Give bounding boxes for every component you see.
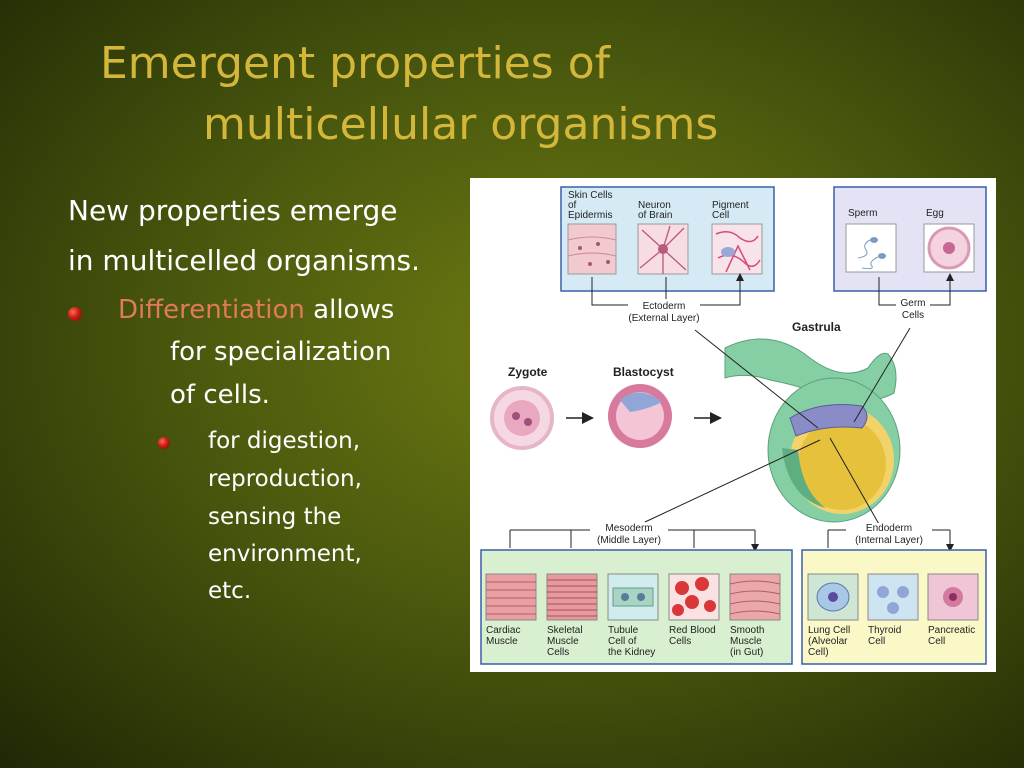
zygote-image xyxy=(490,386,554,450)
ecto-1-l0: Neuron xyxy=(638,200,671,211)
sub-line1: for digestion, xyxy=(208,428,361,454)
cardiac-muscle-image xyxy=(485,573,537,621)
endo-0-l1: (Alveolar xyxy=(808,636,848,647)
endo-0-l0: Lung Cell xyxy=(808,625,850,636)
ecto-2-l1: Cell xyxy=(712,210,729,221)
bullet1-line1: Differentiation allows xyxy=(118,295,394,325)
sperm-label: Sperm xyxy=(848,208,877,219)
endo-label-0: Lung Cell (Alveolar Cell) xyxy=(808,625,850,658)
meso-1-l0: Skeletal xyxy=(547,625,583,636)
ecto-1-l1: of Brain xyxy=(638,210,672,221)
bullet1-allows: allows xyxy=(304,295,395,325)
meso-0-l0: Cardiac xyxy=(486,625,520,636)
meso-2-l2: the Kidney xyxy=(608,647,655,658)
meso-label-0: Cardiac Muscle xyxy=(486,625,520,647)
endoderm-label: Endoderm xyxy=(866,523,912,534)
zygote-label: Zygote xyxy=(508,365,548,379)
meso-1-l2: Cells xyxy=(547,647,569,658)
germ-label: Germ xyxy=(901,298,926,309)
meso-1-l1: Muscle xyxy=(547,636,579,647)
pancreatic-cell-image xyxy=(927,573,979,621)
endo-label-2: Pancreatic Cell xyxy=(928,625,975,647)
ecto-0-l1: of xyxy=(568,200,577,211)
sperm-image xyxy=(845,223,897,273)
ecto-0-l0: Skin Cells xyxy=(568,190,612,201)
mesoderm-label: Mesoderm xyxy=(605,523,652,534)
sub-line2: reproduction, xyxy=(208,466,362,492)
ecto-label-2: Pigment Cell xyxy=(712,200,749,221)
meso-4-l0: Smooth xyxy=(730,625,764,636)
meso-label-3: Red Blood Cells xyxy=(669,625,716,647)
mesoderm-sublabel: (Middle Layer) xyxy=(597,535,661,546)
endo-1-l0: Thyroid xyxy=(868,625,901,636)
ectoderm-sublabel: (External Layer) xyxy=(628,313,699,324)
ecto-label-1: Neuron of Brain xyxy=(638,200,672,221)
bullet1-line3: of cells. xyxy=(170,380,270,410)
ecto-label-0: Skin Cells of Epidermis xyxy=(568,190,612,221)
diagram-svg: Skin Cells of Epidermis Neuron of Brain … xyxy=(480,186,987,665)
meso-4-l2: (in Gut) xyxy=(730,647,763,658)
ectoderm-label: Ectoderm xyxy=(643,301,686,312)
meso-4-l1: Muscle xyxy=(730,636,762,647)
bullet1-line2: for specialization xyxy=(170,337,392,367)
pigment-cell-image xyxy=(711,223,763,275)
bullet-icon xyxy=(68,307,82,321)
meso-2-l1: Cell of xyxy=(608,636,637,647)
meso-2-l0: Tubule xyxy=(608,625,639,636)
egg-label: Egg xyxy=(926,208,944,219)
intro-line2: in multicelled organisms. xyxy=(68,244,421,277)
meso-label-4: Smooth Muscle (in Gut) xyxy=(730,625,764,658)
lung-cell-image xyxy=(807,573,859,621)
sub-line4: environment, xyxy=(208,541,362,567)
ecto-2-l0: Pigment xyxy=(712,200,749,211)
skeletal-muscle-image xyxy=(546,573,598,621)
kidney-tubule-image xyxy=(607,573,659,621)
blastocyst-image xyxy=(608,384,672,448)
meso-label-1: Skeletal Muscle Cells xyxy=(547,625,583,658)
endo-2-l1: Cell xyxy=(928,636,945,647)
endo-1-l1: Cell xyxy=(868,636,885,647)
neuron-image xyxy=(637,223,689,275)
intro-line1: New properties emerge xyxy=(68,194,398,227)
sub-line3: sensing the xyxy=(208,504,342,530)
germ-sublabel: Cells xyxy=(902,310,924,321)
skin-cells-image xyxy=(567,223,617,275)
thyroid-cell-image xyxy=(867,573,919,621)
sub-line5: etc. xyxy=(208,578,252,604)
smooth-muscle-image xyxy=(729,573,781,621)
endoderm-sublabel: (Internal Layer) xyxy=(855,535,923,546)
meso-label-2: Tubule Cell of the Kidney xyxy=(608,625,655,658)
gastrula-label: Gastrula xyxy=(792,320,841,334)
sub-bullet-icon xyxy=(158,437,170,449)
endo-0-l2: Cell) xyxy=(808,647,829,658)
slide-title-line1: Emergent properties of xyxy=(100,38,611,89)
meso-3-l0: Red Blood xyxy=(669,625,716,636)
differentiation-diagram: Skin Cells of Epidermis Neuron of Brain … xyxy=(470,178,996,672)
red-blood-cells-image xyxy=(668,573,720,621)
blastocyst-label: Blastocyst xyxy=(613,365,674,379)
slide-title-line2: multicellular organisms xyxy=(203,99,719,150)
gastrula-image xyxy=(724,338,901,523)
endo-label-1: Thyroid Cell xyxy=(868,625,901,647)
meso-3-l1: Cells xyxy=(669,636,691,647)
meso-0-l1: Muscle xyxy=(486,636,518,647)
endo-2-l0: Pancreatic xyxy=(928,625,975,636)
ecto-0-l2: Epidermis xyxy=(568,210,612,221)
egg-image xyxy=(923,223,975,273)
differentiation-term: Differentiation xyxy=(118,295,305,325)
